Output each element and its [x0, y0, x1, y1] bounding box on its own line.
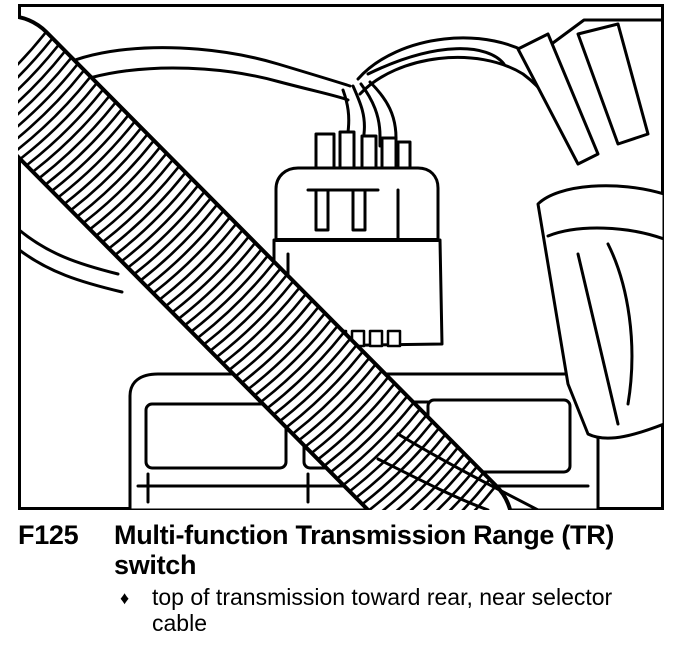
conduit-rib	[18, 57, 72, 116]
conduit-rib	[318, 383, 395, 460]
conduit-rib	[102, 166, 180, 243]
conduit-rib	[178, 243, 256, 319]
small-conduit	[18, 227, 124, 294]
conduit-rib	[292, 358, 370, 434]
conduit-rib	[18, 44, 59, 92]
conduit-rib	[248, 313, 326, 390]
conduit-rib	[210, 274, 287, 351]
figure-number: F125	[18, 520, 79, 550]
conduit-rib	[18, 51, 66, 104]
location-note-text: top of transmission toward rear, near se…	[152, 584, 613, 636]
conduit-rib	[223, 287, 300, 364]
location-note: ♦ top of transmission toward rear, near …	[114, 584, 678, 636]
conduit-rib	[395, 447, 459, 510]
conduit-rib	[20, 83, 97, 160]
conduit-rib	[18, 32, 47, 66]
conduit-rib	[216, 281, 294, 358]
diamond-bullet-icon: ♦	[120, 588, 130, 608]
conduit-rib	[83, 147, 161, 223]
conduit-rib	[140, 204, 218, 281]
figure-caption: F125 Multi-function Transmission Range (…	[18, 520, 678, 636]
conduit-rib	[96, 159, 173, 236]
conduit-rib	[45, 108, 123, 185]
conduit-rib	[343, 409, 421, 486]
conduit-rib	[134, 198, 211, 275]
conduit-rib	[286, 351, 364, 428]
conduit-rib	[71, 134, 148, 211]
conduit-rib	[273, 338, 351, 415]
conduit-rib	[448, 473, 484, 510]
conduit-rib	[280, 345, 357, 422]
conduit-rib	[330, 396, 408, 473]
conduit-rib	[229, 294, 306, 370]
conduit-rib	[121, 185, 199, 262]
conduit-rib	[147, 211, 224, 287]
conduit-rib	[18, 76, 91, 151]
selector-cable-bracket	[516, 18, 664, 440]
conduit-rib	[299, 364, 376, 441]
tr-switch-drawing	[18, 4, 664, 510]
conduit-rib	[33, 96, 110, 172]
corrugated-conduit	[18, 15, 513, 510]
conduit-rib	[18, 64, 78, 128]
cable-tube	[376, 432, 540, 510]
conduit-rib	[267, 332, 345, 409]
conduit-rib	[435, 466, 478, 510]
conduit-rib	[197, 262, 275, 339]
conduit-rib	[77, 140, 154, 217]
conduit-rib	[362, 428, 440, 505]
conduit-rib	[204, 268, 281, 345]
figure-title: Multi-function Transmission Range (TR) s…	[114, 520, 615, 580]
conduit-rib	[349, 415, 427, 492]
conduit-rib	[254, 319, 332, 396]
conduit-rib	[185, 249, 262, 326]
conduit-rib	[58, 121, 135, 198]
conduit-rib	[191, 255, 268, 332]
conduit-rib	[128, 191, 205, 268]
conduit-rib	[473, 485, 497, 510]
conduit-rib	[172, 236, 249, 313]
conduit-rib	[305, 370, 383, 447]
conduit-rib	[261, 326, 338, 402]
conduit-rib	[39, 102, 116, 179]
conduit-rib	[26, 89, 104, 166]
conduit-rib	[235, 300, 313, 377]
component-illustration	[18, 4, 664, 510]
conduit-rib	[356, 422, 433, 498]
conduit-rib	[311, 377, 389, 454]
conduit-rib	[324, 390, 402, 466]
conduit-rib	[18, 70, 85, 140]
conduit-rib	[52, 115, 129, 192]
conduit-rib	[90, 153, 167, 230]
conduit-rib	[159, 223, 237, 300]
conduit-rib	[64, 127, 142, 204]
conduit-rib	[153, 217, 230, 294]
conduit-rib	[337, 402, 414, 479]
conduit-rib	[18, 38, 53, 79]
conduit-rib	[381, 441, 452, 510]
conduit-rib	[115, 179, 192, 255]
conduit-rib	[166, 230, 243, 307]
conduit-rib	[242, 306, 319, 383]
conduit-rib	[409, 453, 465, 510]
conduit-rib	[461, 479, 490, 510]
conduit-rib	[109, 172, 186, 249]
